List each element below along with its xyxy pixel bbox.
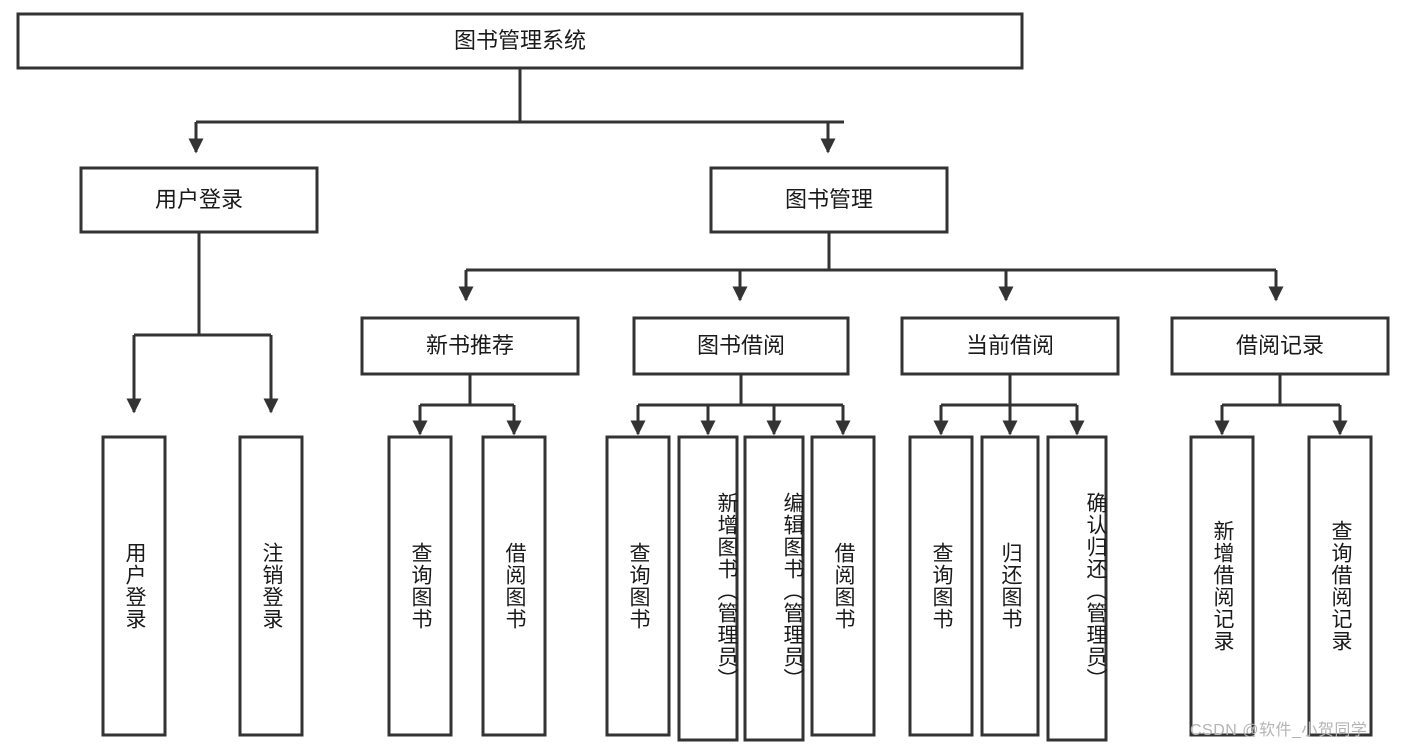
node-root[interactable]: 图书管理系统 — [16, 12, 1024, 70]
node-new-book-recommend-label: 新书推荐 — [426, 333, 514, 358]
connector-book-borrow-to-leaves — [630, 374, 851, 436]
leaf-box-book-borrow-3[interactable] — [743, 435, 805, 742]
node-book-management-label: 图书管理 — [785, 187, 873, 212]
connector-current-borrow-to-leaves — [933, 374, 1085, 436]
leaf-box-book-borrow-1[interactable] — [605, 435, 671, 737]
node-root-label: 图书管理系统 — [454, 28, 586, 53]
node-current-borrow-box — [900, 316, 1120, 376]
leaf-box-borrow-record-2[interactable] — [1307, 435, 1373, 737]
connector-root-to-level2 — [188, 68, 844, 154]
leaf-box-current-borrow-2[interactable] — [980, 435, 1040, 737]
leaf-box-new-book-2[interactable] — [481, 435, 547, 737]
node-root-box — [16, 12, 1024, 70]
node-new-book-recommend[interactable]: 新书推荐 — [360, 316, 580, 376]
leaf-box-borrow-record-1[interactable] — [1189, 435, 1255, 737]
leaf-box-user-login-2[interactable] — [238, 435, 304, 737]
connector-new-book-recommend-to-leaves — [412, 374, 522, 436]
node-borrow-record-label: 借阅记录 — [1236, 333, 1324, 358]
node-current-borrow[interactable]: 当前借阅 — [900, 316, 1120, 376]
watermark: CSDN @软件_小贺同学 — [1190, 722, 1368, 739]
leaf-box-book-borrow-2[interactable] — [677, 435, 739, 742]
leaf-box-user-login-1[interactable] — [101, 435, 167, 737]
connector-user-login-to-leaves — [126, 232, 279, 414]
leaf-box-current-borrow-1[interactable] — [908, 435, 974, 737]
leaf-box-current-borrow-3[interactable] — [1046, 435, 1108, 742]
node-borrow-record[interactable]: 借阅记录 — [1170, 316, 1390, 376]
node-book-borrow[interactable]: 图书借阅 — [632, 316, 850, 376]
node-current-borrow-label: 当前借阅 — [966, 333, 1054, 358]
node-new-book-recommend-box — [360, 316, 580, 376]
leaf-box-new-book-1[interactable] — [387, 435, 453, 737]
node-user-login-box — [79, 166, 319, 234]
leaf-box-book-borrow-4[interactable] — [810, 435, 876, 737]
node-book-borrow-label: 图书借阅 — [697, 333, 785, 358]
connector-borrow-record-to-leaves — [1214, 374, 1348, 436]
node-user-login-label: 用户登录 — [155, 187, 243, 212]
node-book-management[interactable]: 图书管理 — [709, 166, 949, 234]
node-user-login[interactable]: 用户登录 — [79, 166, 319, 234]
connector-book-management-to-level3 — [458, 232, 1284, 302]
